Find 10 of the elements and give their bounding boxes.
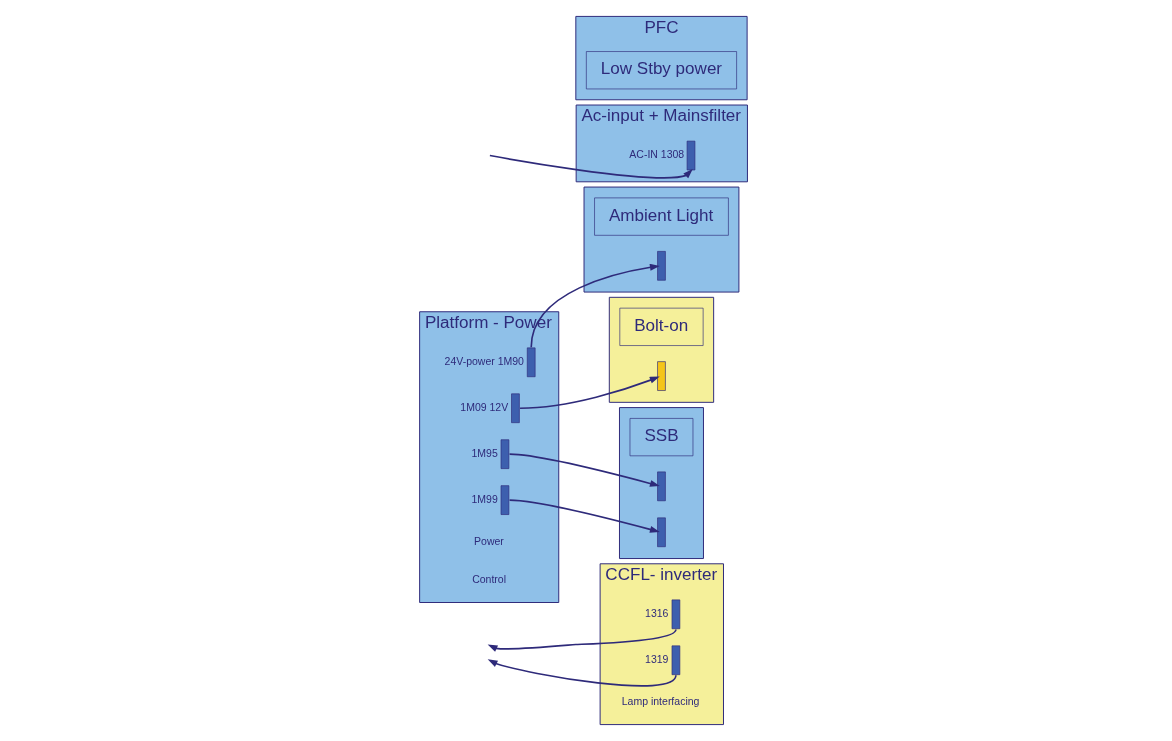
- node-label: 1M99: [471, 492, 498, 505]
- node-label: 24V-power 1M90: [444, 354, 524, 367]
- node-label: 1319: [645, 652, 669, 665]
- node-label: 1M95: [471, 446, 498, 459]
- node-label: AC-IN 1308: [629, 148, 685, 161]
- label: Control: [472, 572, 506, 585]
- node-label: 1316: [645, 606, 669, 619]
- node-label: 1M09 12V: [460, 400, 509, 413]
- label: Power: [474, 534, 504, 547]
- label: Lamp interfacing: [621, 694, 700, 707]
